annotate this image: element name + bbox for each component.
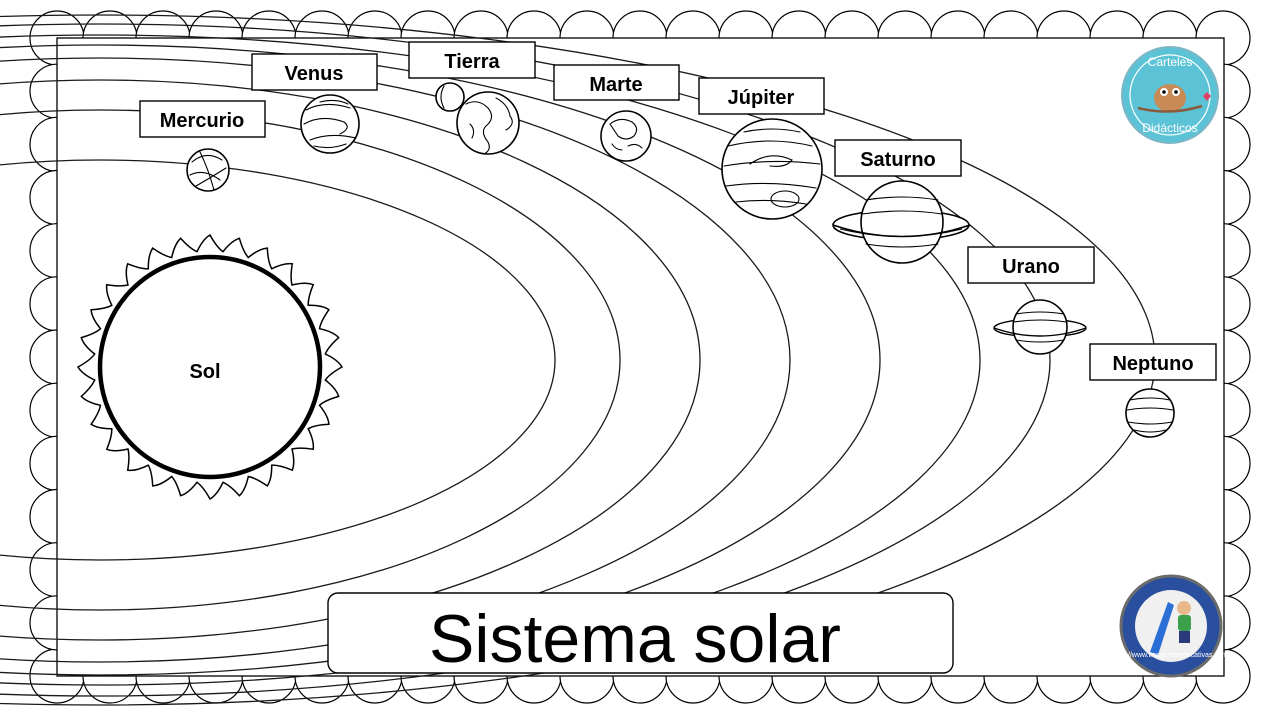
orbit-tierra xyxy=(0,79,701,641)
planet-marte xyxy=(600,110,652,162)
label-neptuno-text: Neptuno xyxy=(1112,353,1193,375)
orbit-mercurio xyxy=(0,159,556,561)
title-banner: Sistema solar xyxy=(327,592,954,677)
label-tierra-text: Tierra xyxy=(444,51,500,73)
label-mercurio-text: Mercurio xyxy=(160,110,244,132)
tierra-continents xyxy=(465,97,513,155)
orbit-marte xyxy=(0,57,791,663)
planet-labels: Mercurio Venus Tierra Marte Júpiter Satu… xyxy=(139,41,1217,381)
owl-icon xyxy=(1154,84,1186,112)
jupiter-great-spot xyxy=(770,190,800,208)
sun: Sol xyxy=(76,233,344,501)
pencil-icon xyxy=(1150,602,1174,655)
planet-mercurio xyxy=(186,148,230,192)
label-marte-text: Marte xyxy=(589,74,642,96)
planet-jupiter xyxy=(721,118,823,220)
saturno-ring-inner xyxy=(839,228,963,237)
sun-disc xyxy=(97,254,323,480)
planet-venus-body xyxy=(300,94,360,154)
orbit-venus xyxy=(0,109,621,611)
planet-venus xyxy=(300,94,360,154)
planet-saturno xyxy=(832,180,971,264)
label-venus-text: Venus xyxy=(285,63,344,85)
planet-jupiter-body xyxy=(721,118,823,220)
logo-bottom-url: http://www.imageneseducativas.com xyxy=(1114,652,1227,659)
label-venus: Venus xyxy=(251,53,378,91)
marte-features xyxy=(609,118,643,151)
neptuno-bands xyxy=(1126,397,1174,433)
label-urano-text: Urano xyxy=(1002,256,1060,278)
planet-tierra xyxy=(435,82,520,155)
orbit-saturno xyxy=(0,34,981,686)
heart-icon xyxy=(1203,92,1211,101)
logo-imagenes-educativas: http://www.imageneseducativas.com xyxy=(1114,574,1228,678)
orbit-jupiter xyxy=(0,44,881,676)
kid-icon xyxy=(1177,601,1191,615)
logo-carteles-didacticos: Carteles Didácticos xyxy=(1121,46,1219,144)
jupiter-bands xyxy=(723,128,821,205)
label-urano: Urano xyxy=(967,246,1095,284)
page-title: Sistema solar xyxy=(429,601,841,677)
label-jupiter-text: Júpiter xyxy=(728,87,795,109)
logo-top-line1: Carteles xyxy=(1148,55,1193,69)
label-marte: Marte xyxy=(553,64,680,101)
orbit-urano xyxy=(0,23,1051,697)
urano-ring-front xyxy=(993,327,1087,337)
label-mercurio: Mercurio xyxy=(139,100,266,138)
mercurio-craters xyxy=(189,151,227,191)
logo-top-line2: Didácticos xyxy=(1142,121,1197,135)
planet-tierra-body xyxy=(456,91,520,155)
label-tierra: Tierra xyxy=(408,41,536,79)
saturno-bands xyxy=(861,196,943,248)
title-box xyxy=(327,592,954,674)
moon-body xyxy=(435,82,465,112)
venus-clouds xyxy=(303,99,357,149)
label-jupiter: Júpiter xyxy=(698,77,825,115)
planet-marte-body xyxy=(600,110,652,162)
label-saturno-text: Saturno xyxy=(860,149,936,171)
label-saturno: Saturno xyxy=(834,139,962,177)
planet-urano xyxy=(993,299,1087,355)
moon-shade xyxy=(440,85,445,109)
planet-neptuno xyxy=(1125,388,1175,438)
planet-neptuno-body xyxy=(1125,388,1175,438)
label-neptuno: Neptuno xyxy=(1089,343,1217,381)
sun-label: Sol xyxy=(189,361,220,383)
planet-saturno-body xyxy=(860,180,944,264)
urano-bands xyxy=(1013,311,1067,343)
planet-urano-body xyxy=(1012,299,1068,355)
